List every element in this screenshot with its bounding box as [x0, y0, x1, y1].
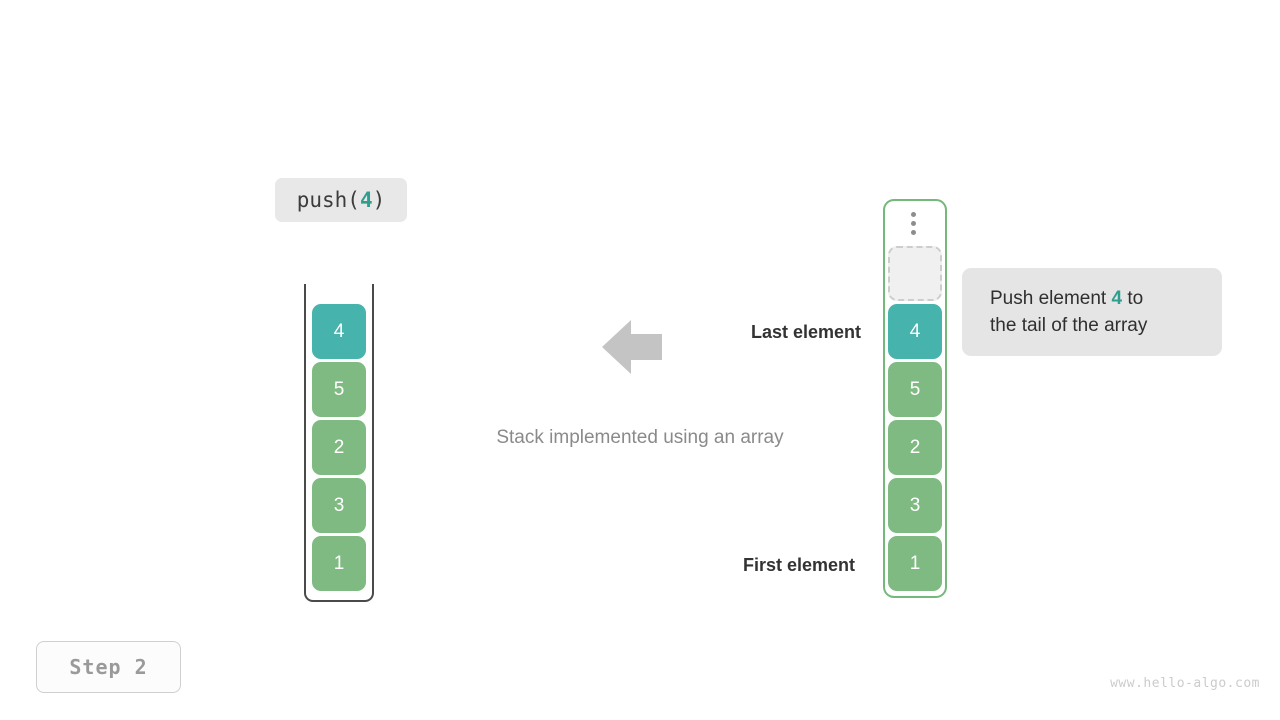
annotation-line-1-prefix: Push element — [990, 288, 1112, 309]
array-cell-empty — [888, 246, 942, 301]
arrow-left-icon — [602, 320, 662, 374]
stack-cell: 3 — [312, 478, 366, 533]
stack-cell: 2 — [312, 420, 366, 475]
annotation-bubble: Push element 4 to the tail of the array — [962, 268, 1222, 356]
dot — [910, 221, 916, 226]
dot — [910, 230, 916, 235]
array-cell: 3 — [888, 478, 942, 533]
operation-suffix: ) — [372, 188, 386, 212]
annotation-line-1-suffix: to — [1122, 288, 1144, 309]
annotation-line-1: Push element 4 to — [990, 285, 1194, 312]
operation-value: 4 — [359, 188, 373, 212]
vertical-ellipsis-icon — [910, 212, 916, 235]
last-element-label: Last element — [750, 322, 861, 342]
annotation-line-2: the tail of the array — [990, 315, 1148, 336]
stack-cell: 4 — [312, 304, 366, 359]
operation-prefix: push( — [296, 188, 360, 212]
diagram-caption: Stack implemented using an array — [496, 427, 784, 448]
dot — [910, 212, 916, 217]
array-cell: 5 — [888, 362, 942, 417]
array-cell: 2 — [888, 420, 942, 475]
array-cell: 4 — [888, 304, 942, 359]
stack-cell-list: 4 5 2 3 1 — [312, 304, 366, 591]
array-cell: 1 — [888, 536, 942, 591]
step-badge: Step 2 — [36, 641, 181, 693]
stack-cell: 1 — [312, 536, 366, 591]
watermark: www.hello-algo.com — [1110, 676, 1260, 691]
array-cell-list: 4 5 2 3 1 — [888, 246, 942, 591]
first-element-label: First element — [742, 555, 855, 575]
annotation-value: 4 — [1111, 288, 1123, 309]
array-container — [883, 199, 947, 598]
stack-container — [304, 284, 374, 602]
stack-cell: 5 — [312, 362, 366, 417]
operation-label: push(4) — [275, 178, 407, 222]
